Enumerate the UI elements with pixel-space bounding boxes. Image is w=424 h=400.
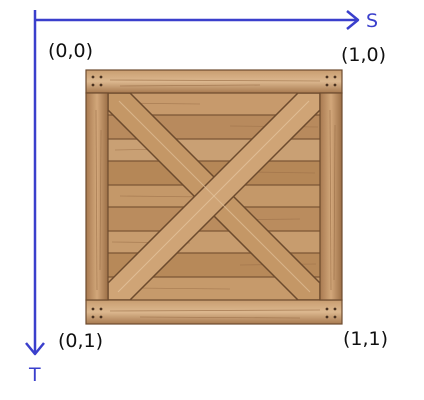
corner-label-bottom-right: (1,1): [343, 328, 389, 350]
s-axis-arrowhead: [346, 10, 360, 30]
corner-label-top-right: (1,0): [341, 44, 387, 66]
s-axis: [35, 10, 360, 30]
crate-frame: [85, 69, 343, 325]
crate-nails: [91, 75, 337, 319]
t-axis-label: T: [29, 364, 41, 386]
crate-diagonal-braces: [108, 93, 320, 300]
t-axis-arrowhead: [25, 342, 45, 356]
corner-label-bottom-left: (0,1): [58, 330, 104, 352]
corner-label-top-left: (0,0): [48, 40, 94, 62]
t-axis: [25, 10, 45, 356]
crate-texture-image: [85, 69, 343, 325]
s-axis-label: S: [366, 10, 379, 32]
